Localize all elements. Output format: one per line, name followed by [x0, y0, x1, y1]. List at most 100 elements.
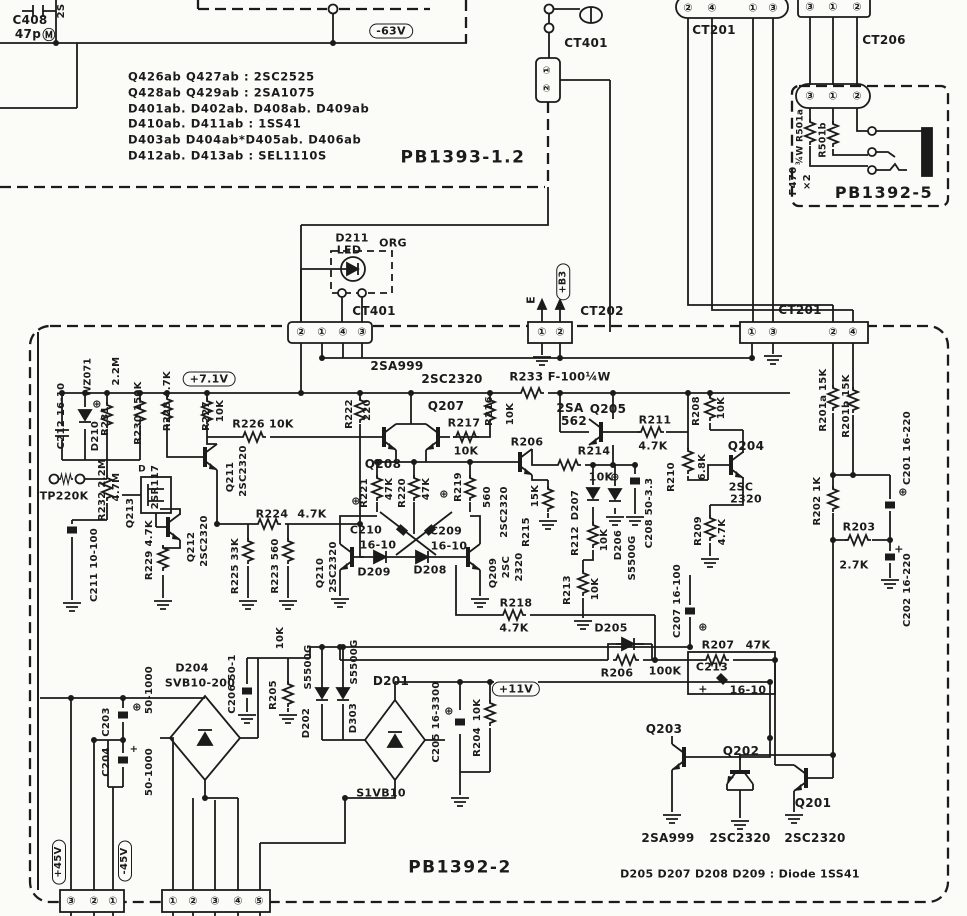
- ct401-mid-pin1: ①: [317, 325, 327, 339]
- minus45v-callout: -45V: [118, 840, 132, 882]
- c209-plus: ⊕: [439, 487, 449, 501]
- cap-c211: [66, 525, 78, 535]
- transistor-q207: [424, 422, 452, 452]
- r213-val: 10K: [590, 577, 601, 601]
- d201-label: D201: [372, 674, 410, 688]
- r204-val: 10K: [472, 698, 483, 722]
- resistor-r229: [158, 545, 168, 571]
- diode-d207: [586, 487, 600, 501]
- label-2sa999-top: 2SA999: [370, 359, 424, 373]
- note-line-2: Q428ab Q429ab : 2SA1075: [128, 85, 316, 100]
- q202-label: Q202: [722, 744, 760, 758]
- d202-type: S5500G: [303, 644, 314, 690]
- q206-type: 2SC2320: [499, 486, 510, 538]
- q213-d: D: [138, 464, 146, 475]
- ct401-mid-pin3: ③: [357, 325, 367, 339]
- r222-label: R222: [344, 399, 355, 429]
- ct206b-pin1: ①: [828, 89, 838, 103]
- c408-ref: C408: [12, 13, 48, 27]
- resistor-r226: [239, 431, 267, 443]
- c211-label: C211 10-100: [89, 528, 100, 602]
- q201-label: Q201: [794, 796, 832, 810]
- ct401-top-pin1: ①: [542, 65, 553, 75]
- c201-label: C201 16-220: [902, 411, 913, 485]
- resistor-r233: [517, 387, 545, 399]
- resistor-r201a: [828, 385, 838, 411]
- d303-type: S5500G: [349, 639, 360, 685]
- ct401-top-label: CT401: [564, 36, 608, 50]
- ct201-mid-pin1: ①: [747, 325, 757, 339]
- resistor-r221: [372, 475, 382, 501]
- c207-plus: ⊕: [698, 620, 708, 634]
- m-mark: Ⓜ: [42, 28, 56, 44]
- zener-d206: [608, 488, 622, 502]
- c213-label: C213: [695, 660, 729, 674]
- r217-val: 10K: [453, 444, 479, 458]
- c204-val: 50-1000: [144, 748, 155, 796]
- transistor-q204: [717, 450, 745, 480]
- cn1-pin2: ②: [89, 894, 99, 908]
- transistor-q208: [370, 422, 398, 452]
- plus71v-callout: +7.1V: [182, 371, 236, 387]
- cn2-pin3: ③: [210, 894, 220, 908]
- ct401-top-box: [535, 57, 561, 103]
- signal-arrows: [536, 297, 566, 310]
- r201b-label: R201b 15K: [841, 374, 852, 438]
- diode-note: D205 D207 D208 D209 : Diode 1SS41: [620, 867, 860, 881]
- resistor-r205: [283, 681, 293, 707]
- q201-type: 2SC2320: [784, 831, 846, 845]
- ct201-mid-pin4: ④: [848, 325, 858, 339]
- c202-label: C202 16-220: [902, 553, 913, 627]
- pb1392-2-outline: [28, 324, 950, 904]
- ct206-pin1: ①: [828, 0, 838, 14]
- board-pb1393-label: PB1393-1.2: [400, 147, 526, 168]
- f470-label: F470: [788, 166, 799, 196]
- r206-label: R206: [600, 666, 634, 680]
- r233-label: R233 F-100¼W: [509, 369, 611, 384]
- ct201-top-pin3: ③: [768, 1, 778, 15]
- r219-val: 560: [482, 486, 493, 508]
- val-4-7m: 4.7M: [111, 472, 122, 502]
- ct401-top-pin2: ②: [542, 83, 553, 93]
- r223-label: R223 560: [270, 538, 281, 594]
- q202-type: 2SC2320: [709, 831, 771, 845]
- c203-val: 50-1000: [144, 666, 155, 714]
- c205-label: C205 16-3300: [431, 681, 442, 763]
- q204-type1: 2SC: [728, 480, 754, 494]
- cap-c208: [629, 476, 641, 486]
- label-2sr117: 2SR117: [150, 464, 161, 510]
- cap-c207: [684, 606, 696, 616]
- q205-label: Q205: [589, 402, 627, 416]
- resistor-r214: [554, 459, 582, 471]
- resistor-r203: [844, 534, 872, 546]
- resistor-r223: [283, 538, 293, 564]
- r212-label: R212: [570, 526, 581, 556]
- cn1-pin1: ①: [108, 894, 118, 908]
- ct202-label: CT202: [580, 304, 624, 318]
- r204-label: R204: [472, 727, 483, 757]
- r218-label: R218: [499, 596, 533, 610]
- label-2sa562b: 562: [561, 414, 587, 428]
- r211-label: R211: [638, 413, 672, 427]
- pb1393-outline: [0, 0, 550, 189]
- c202-plus: +: [894, 542, 904, 556]
- r227-val: 10K: [215, 399, 226, 423]
- resistor-r219: [465, 475, 475, 501]
- cap-c204: [117, 755, 129, 765]
- ct201-top-pin4: ④: [707, 1, 717, 15]
- cap-c203: [117, 710, 129, 720]
- resistor-r202: [828, 486, 838, 512]
- label-2s: 2S: [56, 3, 67, 19]
- r220-label: R220: [397, 478, 408, 508]
- r219-label: R219: [453, 472, 464, 502]
- c212-label: C212 16-10: [56, 382, 67, 450]
- c408-cap: [32, 5, 44, 17]
- d204-label: D204: [175, 661, 209, 675]
- r216-label: R216: [484, 396, 495, 426]
- d205-label: D205: [594, 621, 628, 635]
- d206-type: S5500G: [627, 535, 638, 581]
- r227-label: R227: [201, 401, 212, 431]
- r221-label: R221: [359, 478, 370, 508]
- resistor-r206: [612, 654, 640, 666]
